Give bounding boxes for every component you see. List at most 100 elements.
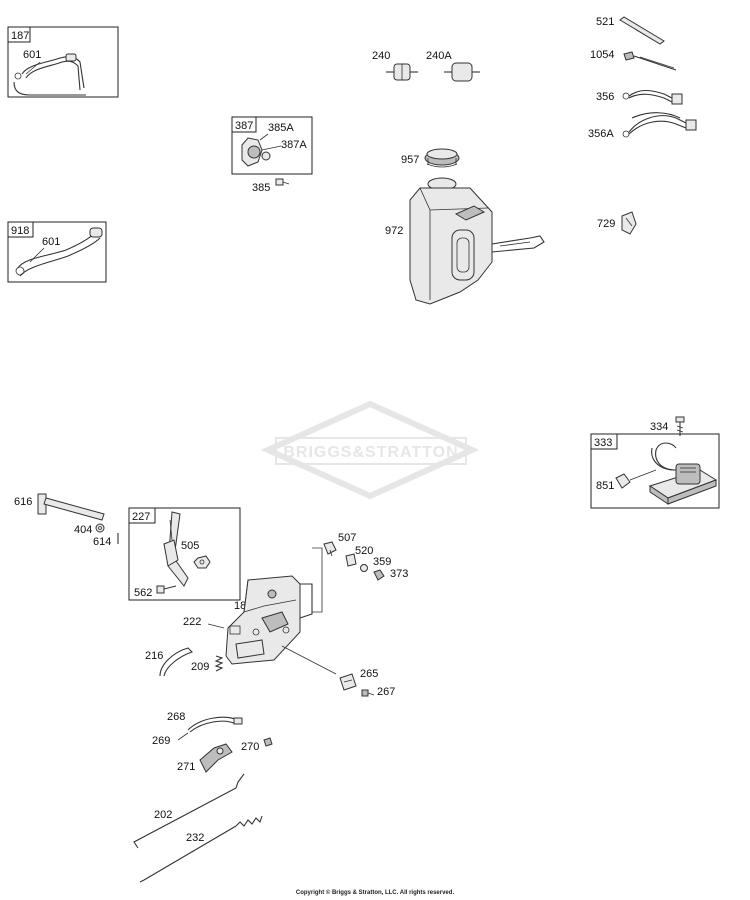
part-520[interactable]: 520 bbox=[345, 545, 373, 567]
part-267[interactable]: 267 bbox=[361, 686, 395, 698]
box-label-227: 227 bbox=[132, 511, 150, 523]
part-label-387A: 387A bbox=[281, 139, 307, 151]
part-label-240: 240 bbox=[372, 50, 390, 62]
part-label-268: 268 bbox=[167, 711, 185, 723]
fuel-cap-icon bbox=[424, 148, 460, 168]
part-label-356: 356 bbox=[596, 91, 614, 103]
part-404[interactable]: 404 bbox=[74, 523, 105, 536]
part-373[interactable]: 373 bbox=[373, 568, 408, 581]
part-729[interactable]: 729 bbox=[597, 211, 637, 235]
hose-601-icon bbox=[13, 53, 86, 96]
part-268[interactable]: 268 bbox=[167, 711, 243, 733]
part-label-232: 232 bbox=[186, 832, 204, 844]
wire-356A-icon bbox=[622, 112, 697, 138]
part-label-957: 957 bbox=[401, 154, 419, 166]
shaft-616-icon bbox=[37, 493, 105, 521]
screw-334-icon bbox=[675, 416, 685, 436]
part-label-851: 851 bbox=[596, 480, 614, 492]
fuel-filter-240A-icon bbox=[444, 62, 480, 82]
screw-507-icon bbox=[323, 541, 337, 557]
part-232[interactable]: 232 bbox=[139, 815, 263, 883]
kit-227[interactable]: 227 505 562 bbox=[128, 507, 241, 601]
watermark-text: BRIGGS&STRATTON bbox=[283, 444, 458, 461]
box-label-333: 333 bbox=[594, 437, 612, 449]
part-222[interactable]: 222 bbox=[183, 616, 225, 629]
part-label-729: 729 bbox=[597, 218, 615, 230]
part-label-521: 521 bbox=[596, 16, 614, 28]
box-label-918: 918 bbox=[11, 225, 29, 237]
part-label-972: 972 bbox=[385, 225, 403, 237]
screw-334[interactable]: 334 bbox=[650, 416, 685, 436]
part-356A[interactable]: 356A bbox=[588, 112, 697, 140]
spring-209-icon bbox=[214, 655, 224, 672]
part-label-356A: 356A bbox=[588, 128, 614, 140]
part-label-209: 209 bbox=[191, 661, 209, 673]
part-507[interactable]: 507 bbox=[323, 532, 356, 557]
wire-356-icon bbox=[622, 89, 683, 105]
part-label-373: 373 bbox=[390, 568, 408, 580]
part-label-265: 265 bbox=[360, 668, 378, 680]
governor-assembly-icon bbox=[241, 133, 282, 167]
part-label-216: 216 bbox=[145, 650, 163, 662]
part-265[interactable]: 265 bbox=[339, 668, 378, 691]
part-216[interactable]: 216 bbox=[145, 647, 194, 677]
copyright-notice: Copyright © Briggs & Stratton, LLC. All … bbox=[295, 890, 455, 896]
kit-387[interactable]: 387 385A 387A 385 bbox=[231, 116, 313, 194]
part-label-267: 267 bbox=[377, 686, 395, 698]
watermark-logo: BRIGGS&STRATTON bbox=[260, 400, 480, 500]
part-614[interactable]: 614 bbox=[93, 533, 119, 548]
part-label-616: 616 bbox=[14, 496, 32, 508]
part-label-507: 507 bbox=[338, 532, 356, 544]
part-616[interactable]: 616 bbox=[14, 493, 105, 521]
part-label-520: 520 bbox=[355, 545, 373, 557]
part-label-404: 404 bbox=[74, 524, 92, 536]
box-label-187: 187 bbox=[11, 30, 29, 42]
part-1054[interactable]: 1054 bbox=[590, 49, 677, 71]
part-270[interactable]: 270 bbox=[241, 737, 273, 753]
part-271[interactable]: 271 bbox=[177, 743, 233, 773]
nut-505-icon bbox=[193, 555, 211, 569]
fuel-cap-957[interactable]: 957 bbox=[401, 148, 460, 168]
part-label-269: 269 bbox=[152, 735, 170, 747]
screw-385-icon bbox=[275, 178, 290, 186]
part-label-562: 562 bbox=[134, 587, 152, 599]
spark-plug-wire-boot-icon bbox=[615, 469, 657, 489]
part-label-385A: 385A bbox=[268, 122, 294, 134]
clip-729-icon bbox=[621, 211, 637, 235]
lever-271-icon bbox=[199, 743, 233, 773]
ignition-coil-icon bbox=[648, 442, 718, 505]
washer-359-icon bbox=[360, 564, 368, 572]
kit-333[interactable]: 333 851 bbox=[590, 433, 720, 509]
fuel-filter-240A[interactable]: 240A bbox=[426, 50, 480, 82]
screw-267-icon bbox=[361, 689, 375, 697]
part-label-334: 334 bbox=[650, 421, 668, 433]
part-359[interactable]: 359 bbox=[360, 556, 392, 572]
part-label-385: 385 bbox=[252, 182, 270, 194]
part-label-614: 614 bbox=[93, 536, 111, 548]
part-269[interactable]: 269 bbox=[152, 732, 189, 747]
clip-520-icon bbox=[345, 553, 357, 567]
nut-373-icon bbox=[373, 569, 385, 581]
link-rod-202-icon bbox=[133, 773, 245, 849]
kit-918[interactable]: 918 601 bbox=[7, 221, 107, 283]
washer-404-icon bbox=[95, 523, 105, 533]
spring-216-icon bbox=[159, 647, 194, 677]
part-label-1054: 1054 bbox=[590, 49, 614, 61]
kit-187[interactable]: 187 601 bbox=[7, 26, 119, 98]
part-label-601-b: 601 bbox=[42, 236, 60, 248]
fuel-tank-972[interactable]: 972 bbox=[385, 177, 545, 305]
part-202[interactable]: 202 bbox=[133, 773, 245, 849]
part-356[interactable]: 356 bbox=[596, 89, 683, 105]
clamp-265-icon bbox=[339, 673, 357, 691]
box-label-387: 387 bbox=[235, 120, 253, 132]
spring-link-232-icon bbox=[139, 815, 263, 883]
fuel-tank-icon bbox=[409, 177, 545, 305]
part-521[interactable]: 521 bbox=[596, 16, 665, 45]
part-label-359: 359 bbox=[373, 556, 391, 568]
fuel-filter-240[interactable]: 240 bbox=[372, 50, 418, 81]
nut-270-icon bbox=[263, 737, 273, 747]
screw-562-icon bbox=[156, 585, 177, 594]
part-label-222: 222 bbox=[183, 616, 201, 628]
part-209[interactable]: 209 bbox=[191, 655, 224, 673]
